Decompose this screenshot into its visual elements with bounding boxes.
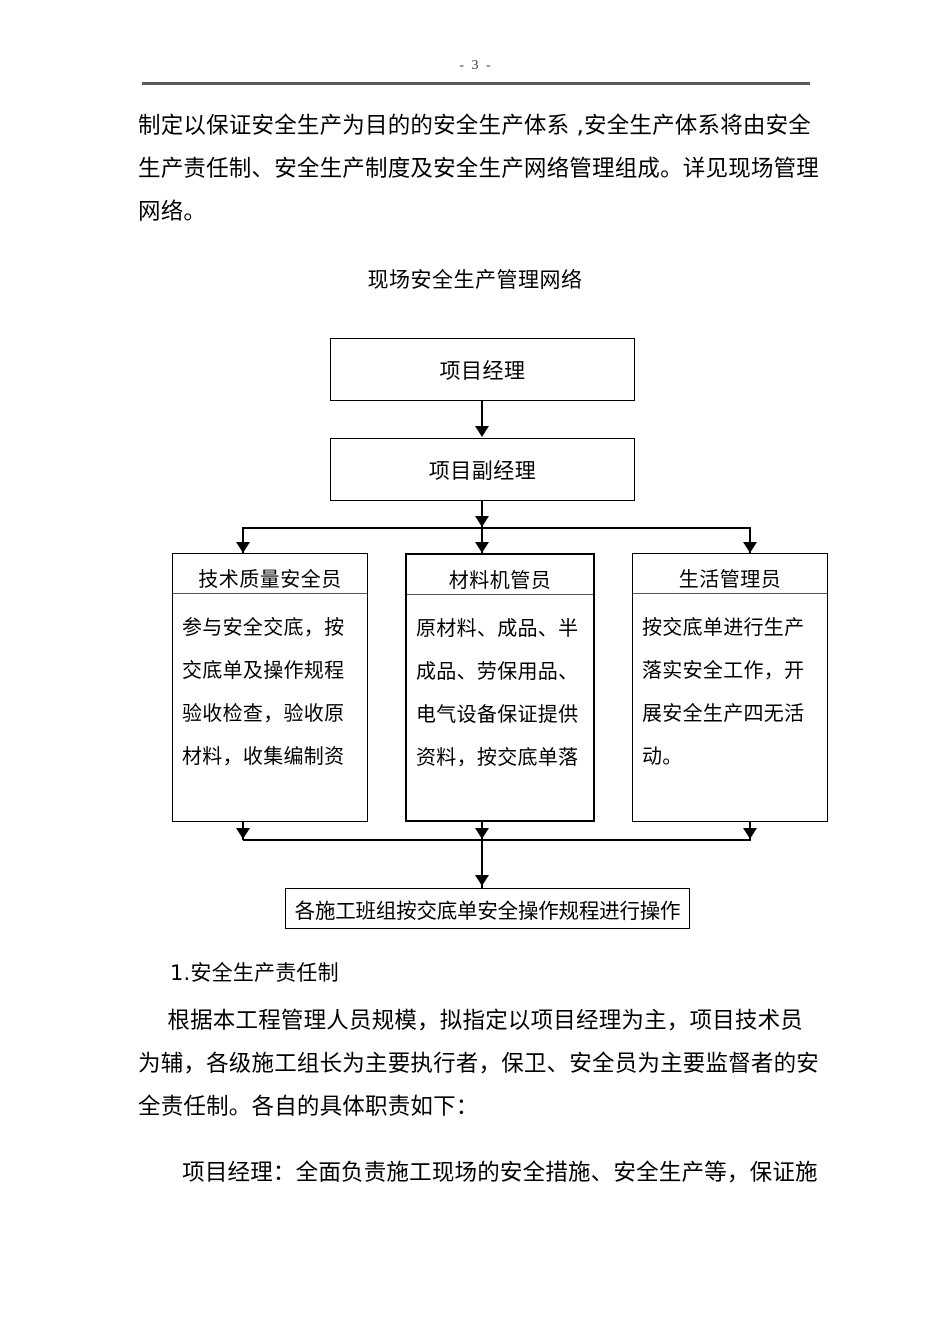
arrowhead-fanout-right <box>743 542 757 553</box>
connector-to-bottom-node <box>481 839 483 888</box>
arrowhead-to-bottom-node <box>475 875 489 886</box>
node-project-manager: 项目经理 <box>330 338 635 401</box>
connector-pm-to-dpm <box>481 401 483 428</box>
arrowhead-fanin-center <box>475 828 489 839</box>
node-material-machinery-officer: 材料机管员 原材料、成品、半成品、劳保用品、电气设备保证提供资料，按交底单落 <box>405 553 595 822</box>
node-technical-quality-safety-officer-header: 技术质量安全员 <box>198 567 342 591</box>
section-heading: 1.安全生产责任制 <box>170 961 339 985</box>
arrowhead-dpm-stem <box>475 516 489 527</box>
connector-fanin-center <box>481 822 483 840</box>
node-technical-quality-safety-officer-body: 参与安全交底，按交底单及操作规程验收检查，验收原材料，收集编制资 <box>182 615 345 768</box>
node-material-machinery-officer-header: 材料机管员 <box>448 568 552 592</box>
node-technical-quality-safety-officer: 技术质量安全员 参与安全交底，按交底单及操作规程验收检查，验收原材料，收集编制资 <box>172 553 368 822</box>
role-header-divider <box>407 594 593 596</box>
arrowhead-pm-to-dpm <box>475 426 489 437</box>
connector-fanin-bar <box>243 839 751 841</box>
role-header-divider <box>173 593 367 595</box>
connector-fanout-left <box>242 527 244 553</box>
node-deputy-project-manager: 项目副经理 <box>330 438 635 501</box>
diagram-title: 现场安全生产管理网络 <box>367 268 583 292</box>
arrowhead-fanin-left <box>236 828 250 839</box>
node-material-machinery-officer-body: 原材料、成品、半成品、劳保用品、电气设备保证提供资料，按交底单落 <box>416 616 579 769</box>
node-project-manager-label: 项目经理 <box>439 358 526 383</box>
role-header-divider <box>633 593 827 595</box>
node-living-welfare-manager-header: 生活管理员 <box>678 567 782 591</box>
intro-paragraph: 制定以保证安全生产为目的的安全生产体系 ,安全生产体系将由安全 生产责任制、安全… <box>138 113 820 225</box>
connector-fanin-right <box>749 822 751 840</box>
arrowhead-fanin-right <box>743 828 757 839</box>
connector-fanout-bar <box>243 527 751 529</box>
project-manager-paragraph: 项目经理：全面负责施工现场的安全措施、安全生产等，保证施 <box>138 1160 818 1186</box>
node-living-welfare-manager-body: 按交底单进行生产落实安全工作，开展安全生产四无活动。 <box>642 615 805 768</box>
connector-fanout-right <box>749 527 751 553</box>
connector-dpm-stem <box>481 501 483 553</box>
page-number: - 3 - <box>459 58 493 73</box>
node-living-welfare-manager: 生活管理员 按交底单进行生产落实安全工作，开展安全生产四无活动。 <box>632 553 828 822</box>
page-header: - 3 - <box>142 58 810 88</box>
connector-fanout-center <box>481 527 483 553</box>
arrowhead-fanout-left <box>236 542 250 553</box>
node-deputy-project-manager-label: 项目副经理 <box>428 458 537 483</box>
node-construction-teams-label: 各施工班组按交底单安全操作规程进行操作 <box>294 898 681 923</box>
header-rule-divider <box>142 82 810 85</box>
connector-fanin-left <box>242 822 244 840</box>
node-construction-teams: 各施工班组按交底单安全操作规程进行操作 <box>285 888 690 929</box>
responsibility-paragraph: 根据本工程管理人员规模，拟指定以项目经理为主，项目技术员 为辅，各级施工组长为主… <box>138 1008 820 1120</box>
arrowhead-fanout-center <box>475 542 489 553</box>
